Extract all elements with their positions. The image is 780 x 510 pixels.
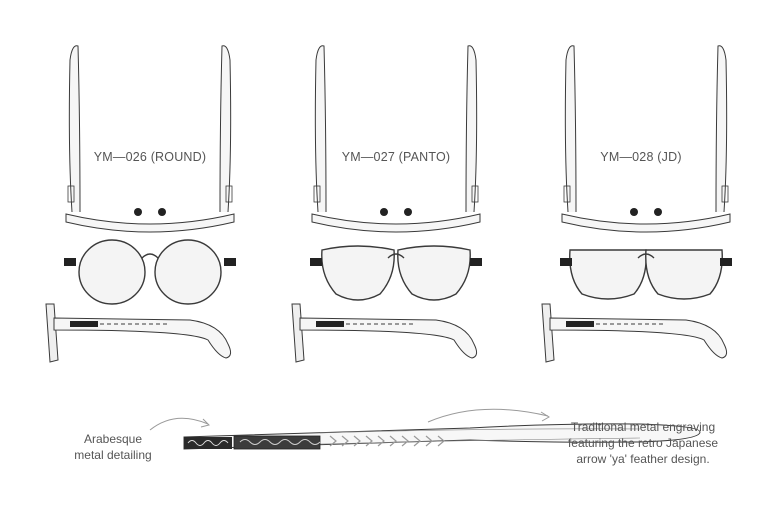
front-view-left-endpiece [64,258,76,266]
model-label-round: YM—026 (ROUND) [93,150,207,164]
annotation-arabesque-line-1: Arabesque [83,432,143,446]
engraving-pattern [239,439,321,445]
front-view-left-endpiece [560,258,572,266]
model-label-jd: YM—028 (JD) [600,150,682,164]
arabesque-pattern [187,440,229,446]
model-round-drawings [45,45,236,363]
top-view-left-temple [68,45,81,213]
arrow-to-arabesque-head [200,418,210,428]
ya-feather-chevron [425,435,433,447]
side-view-metal-core [316,321,344,327]
ya-feather-pattern [329,435,445,447]
side-view-front-rim [541,303,555,363]
ya-feather-chevron [353,435,361,447]
side-view-front-rim [291,303,305,363]
ya-feather-chevron [401,435,409,447]
model-jd-drawings [541,45,732,363]
side-view-front-rim [45,303,59,363]
top-view-right-hinge [225,185,233,203]
ya-feather-chevron [413,435,421,447]
metal-core-engraving [233,435,321,450]
top-view-left-hinge [563,185,571,203]
top-view-front-bar [311,213,481,233]
front-view-right-lens [154,239,222,305]
side-view-metal-core [566,321,594,327]
top-view-front-bar [65,213,235,233]
ya-feather-chevron [365,435,373,447]
front-view-bridge [141,253,159,259]
front-view-right-endpiece [224,258,236,266]
top-view-left-nose-pad [380,208,388,216]
ya-feather-chevron [377,435,385,447]
model-panto-drawings [291,45,482,363]
top-view-left-nose-pad [134,208,142,216]
front-view-bridge [387,253,405,259]
top-view-left-nose-pad [630,208,638,216]
top-view-right-hinge [471,185,479,203]
ya-feather-chevron [389,435,397,447]
front-view-right-lens [397,245,471,301]
top-view-front-bar [561,213,731,233]
annotation-engraving-line-3: arrow 'ya' feather design. [576,452,710,466]
ya-feather-chevron [437,435,445,447]
annotation-engraving-line-1: Traditional metal engraving [570,420,716,434]
front-view-left-lens [78,239,146,305]
front-view-bridge [637,253,655,259]
annotation-arabesque-line-2: metal detailing [74,448,152,462]
side-view-temple-arm [53,317,232,359]
front-view-left-endpiece [310,258,322,266]
arrow-to-arabesque [149,417,209,431]
top-view-left-hinge [313,185,321,203]
ya-feather-chevron [329,435,337,447]
top-view-right-hinge [721,185,729,203]
top-view-right-nose-pad [158,208,166,216]
top-view-right-temple [219,45,232,213]
top-view-right-temple [465,45,478,213]
front-view-right-endpiece [470,258,482,266]
detail-temple-inner-line [319,428,641,445]
top-view-left-hinge [67,185,75,203]
top-view-left-temple [564,45,577,213]
side-view-temple-arm [299,317,478,359]
arrow-to-engraving [427,408,549,423]
top-view-left-temple [314,45,327,213]
annotation-arabesque: Arabesque metal detailing [58,431,168,463]
top-view-right-nose-pad [654,208,662,216]
side-view-metal-core [70,321,98,327]
front-view-left-lens [321,245,395,301]
side-view-temple-arm [549,317,728,359]
top-view-right-nose-pad [404,208,412,216]
ya-feather-chevron [341,435,349,447]
front-view-right-endpiece [720,258,732,266]
arabesque-metal-plate [184,437,232,449]
temple-detail-drawing [149,408,701,450]
front-view-left-lens [569,249,647,300]
front-view-right-lens [645,249,723,300]
arrow-to-engraving-head [540,411,550,422]
top-view-right-temple [715,45,728,213]
model-label-panto: YM—027 (PANTO) [341,150,451,164]
annotation-engraving-line-2: featuring the retro Japanese [567,436,719,450]
annotation-engraving: Traditional metal engraving featuring th… [548,419,738,467]
